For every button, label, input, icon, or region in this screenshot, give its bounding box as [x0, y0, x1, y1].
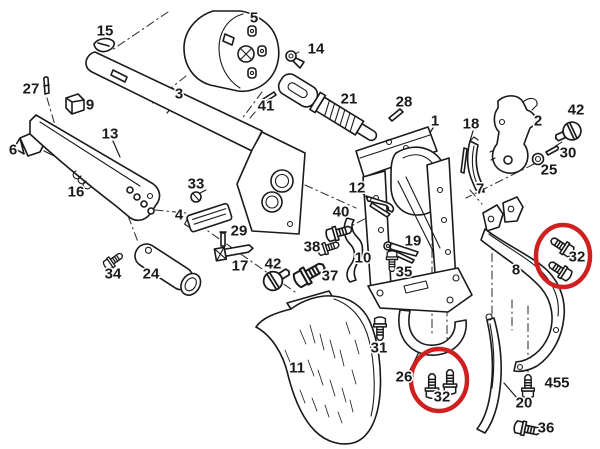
plunger-tube-part	[134, 243, 202, 296]
pin-27-part	[43, 76, 50, 95]
part-label-29: 29	[231, 223, 248, 240]
part-label-19: 19	[405, 233, 422, 250]
nipple-part	[285, 50, 305, 69]
part-label-17: 17	[232, 258, 249, 275]
part-label-30: 30	[560, 145, 577, 162]
highlighted-part-32-circle	[408, 346, 470, 414]
part-label-3: 3	[175, 86, 183, 103]
part-label-14: 14	[308, 41, 325, 58]
part-label-15: 15	[97, 23, 114, 40]
barrel-part	[85, 51, 306, 235]
part-label-10: 10	[355, 250, 372, 267]
part-label-6: 6	[9, 142, 17, 159]
plunger-block-part	[184, 202, 233, 233]
loading-lever-part	[29, 114, 161, 222]
part-label-13: 13	[102, 126, 119, 143]
pin-30-part	[545, 145, 560, 156]
pin-41-part	[262, 91, 277, 103]
part-label-34: 34	[105, 266, 122, 283]
part-label-33: 33	[188, 176, 205, 193]
pin-28-part	[388, 108, 404, 122]
part-label-36: 36	[538, 420, 555, 437]
part-label-11: 11	[289, 360, 305, 377]
part-label-42: 42	[265, 256, 282, 273]
part-label-42: 42	[568, 102, 585, 119]
part-label-7: 7	[476, 181, 484, 198]
latch-pin-part	[213, 244, 254, 262]
part-label-37: 37	[322, 268, 339, 285]
part-label-9: 9	[86, 97, 94, 114]
highlight-circles	[408, 222, 593, 414]
bolt-spring-part	[383, 241, 419, 264]
hand-spring-part	[460, 147, 468, 174]
part-label-18: 18	[463, 116, 480, 133]
part-label-28: 28	[396, 94, 413, 111]
hammer-part	[489, 95, 538, 174]
part-label-4: 4	[175, 207, 184, 224]
part-label-2: 2	[534, 113, 542, 130]
part-label-24: 24	[143, 266, 160, 283]
trigger-spring-part	[365, 195, 395, 218]
highlighted-part-32-circle	[533, 222, 593, 290]
part-label-20: 20	[516, 395, 533, 412]
screw-33	[190, 189, 207, 203]
part-label-5: 5	[250, 10, 258, 27]
part-label-41: 41	[258, 98, 275, 115]
part-label-32: 32	[569, 249, 586, 266]
part-label-27: 27	[23, 81, 40, 98]
mainspring-part	[476, 313, 502, 434]
cylinder-part	[183, 10, 280, 93]
spring-16-part	[72, 170, 92, 190]
part-label-455: 455	[544, 375, 569, 392]
part-label-32: 32	[434, 389, 451, 406]
part-label-38: 38	[304, 239, 321, 256]
part-label-35: 35	[396, 264, 413, 281]
part-label-25: 25	[541, 162, 558, 179]
pin-29-part	[219, 231, 227, 247]
part-label-16: 16	[68, 184, 85, 201]
part-label-12: 12	[349, 180, 366, 197]
part-label-26: 26	[396, 369, 413, 386]
wedge-part	[93, 37, 115, 53]
part-label-8: 8	[512, 262, 520, 279]
block-9-part	[65, 93, 85, 115]
part-label-21: 21	[341, 91, 358, 108]
part-label-40: 40	[333, 204, 350, 221]
grip-part	[255, 290, 382, 445]
part-label-31: 31	[371, 340, 388, 357]
trigger-guard-part	[367, 267, 473, 356]
hand-part	[466, 136, 485, 193]
screw-42-top	[551, 118, 585, 148]
roller-25-part	[531, 152, 545, 166]
part-label-1: 1	[431, 113, 439, 130]
frame-part	[355, 126, 457, 292]
rammer-part	[277, 73, 378, 142]
